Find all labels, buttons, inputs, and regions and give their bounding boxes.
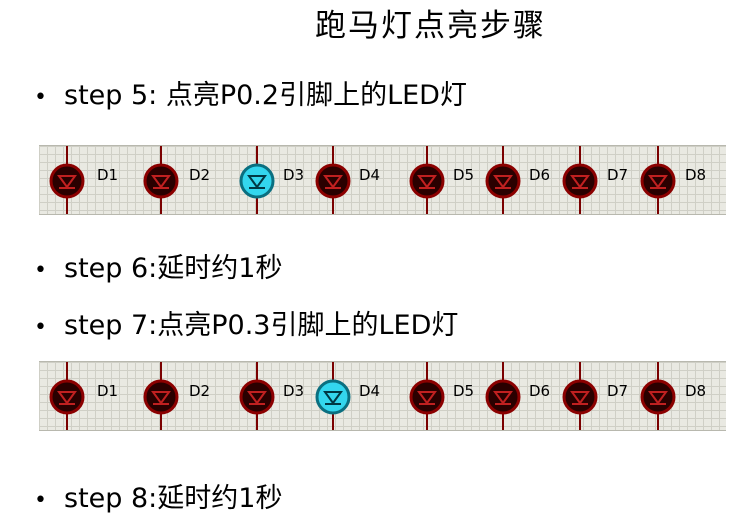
slide-title: 跑马灯点亮步骤	[315, 8, 546, 44]
diode-icon	[143, 362, 179, 430]
led-label-d1: D1	[97, 382, 119, 400]
step-6-item: • step 6:延时约1秒	[34, 251, 282, 289]
bullet-dot: •	[34, 315, 47, 340]
led-label-d6: D6	[529, 166, 551, 184]
diode-icon	[49, 146, 85, 214]
led-label-d8: D8	[685, 382, 707, 400]
led-label-d7: D7	[607, 382, 629, 400]
led-label-d5: D5	[453, 382, 475, 400]
led-d3-lit	[237, 146, 277, 214]
bullet-dot: •	[34, 85, 47, 110]
diode-icon	[49, 362, 85, 430]
led-d4-off	[313, 146, 353, 214]
diode-icon	[562, 146, 598, 214]
led-d1-off	[47, 146, 87, 214]
led-d5-off	[407, 362, 447, 430]
step-5-text: step 5: 点亮P0.2引脚上的LED灯	[64, 80, 467, 111]
led-d8-off	[638, 146, 678, 214]
led-label-d4: D4	[359, 166, 381, 184]
diode-icon	[485, 362, 521, 430]
diode-icon	[409, 146, 445, 214]
diode-icon	[409, 362, 445, 430]
step-5-item: • step 5: 点亮P0.2引脚上的LED灯	[34, 78, 467, 116]
led-label-d8: D8	[685, 166, 707, 184]
diode-icon	[640, 146, 676, 214]
led-d8-off	[638, 362, 678, 430]
diode-icon	[239, 146, 275, 214]
led-label-d4: D4	[359, 382, 381, 400]
led-d2-off	[141, 146, 181, 214]
diode-icon	[315, 146, 351, 214]
diode-icon	[562, 362, 598, 430]
led-d6-off	[483, 146, 523, 214]
diode-icon	[315, 362, 351, 430]
bullet-dot: •	[34, 488, 47, 513]
led-label-d7: D7	[607, 166, 629, 184]
bullet-dot: •	[34, 258, 47, 283]
step-8-item: • step 8:延时约1秒	[34, 481, 282, 519]
led-label-d1: D1	[97, 166, 119, 184]
led-d2-off	[141, 362, 181, 430]
step-8-text: step 8:延时约1秒	[64, 483, 283, 514]
diode-icon	[239, 362, 275, 430]
led-label-d2: D2	[189, 382, 211, 400]
led-strip-step-7: D1 D2 D3 D4 D5 D6 D7 D8	[39, 361, 726, 431]
step-6-text: step 6:延时约1秒	[64, 253, 283, 284]
led-d6-off	[483, 362, 523, 430]
led-d5-off	[407, 146, 447, 214]
diode-icon	[143, 146, 179, 214]
led-d7-off	[560, 362, 600, 430]
led-strip-step-5: D1 D2 D3 D4 D5 D6 D7 D8	[39, 145, 726, 215]
diode-icon	[485, 146, 521, 214]
diode-icon	[640, 362, 676, 430]
led-label-d2: D2	[189, 166, 211, 184]
led-d1-off	[47, 362, 87, 430]
step-7-text: step 7:点亮P0.3引脚上的LED灯	[64, 310, 459, 341]
step-7-item: • step 7:点亮P0.3引脚上的LED灯	[34, 308, 458, 346]
led-d7-off	[560, 146, 600, 214]
led-label-d3: D3	[283, 382, 305, 400]
led-d3-off	[237, 362, 277, 430]
led-d4-lit	[313, 362, 353, 430]
led-label-d3: D3	[283, 166, 305, 184]
led-label-d6: D6	[529, 382, 551, 400]
led-label-d5: D5	[453, 166, 475, 184]
